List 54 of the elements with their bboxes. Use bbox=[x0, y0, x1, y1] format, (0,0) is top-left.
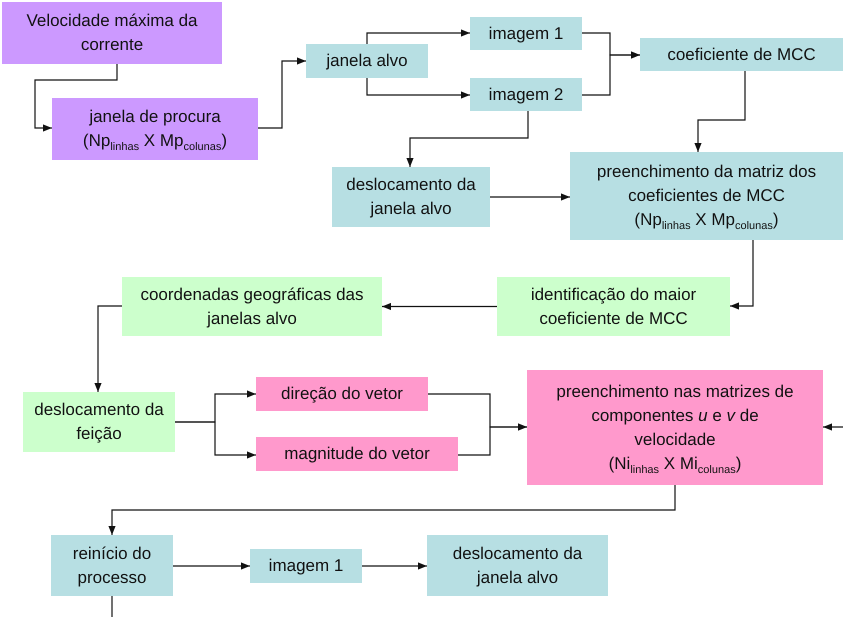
node-text: coeficiente de MCC bbox=[667, 44, 816, 66]
node-text: janela de procura bbox=[89, 106, 221, 128]
process-box bbox=[306, 44, 428, 78]
node-text: identificação do maior coeficiente de MCC bbox=[530, 284, 698, 330]
node-text: imagem 2 bbox=[488, 84, 564, 106]
node-text: imagem 1 bbox=[268, 555, 344, 577]
arrow bbox=[730, 240, 754, 310]
node-text: direção do vetor bbox=[281, 383, 403, 405]
node-text: magnitude do vetor bbox=[284, 443, 430, 465]
node-text: deslocamento da janela alvo bbox=[345, 174, 477, 220]
matrix-size-text: (Ni$_{linhas}$ X Mi$_{colunas}$) bbox=[608, 452, 742, 476]
arrow bbox=[458, 423, 527, 456]
process-box bbox=[427, 535, 608, 596]
process-box bbox=[2, 2, 222, 64]
process-box bbox=[51, 535, 173, 596]
node-text: deslocamento da janela alvo bbox=[452, 542, 584, 588]
arrow bbox=[582, 51, 640, 96]
process-box bbox=[497, 277, 730, 336]
node-text: Velocidade máxima da corrente bbox=[25, 10, 199, 56]
process-box bbox=[250, 549, 362, 583]
process-box bbox=[23, 392, 175, 452]
arrow bbox=[382, 302, 497, 310]
node-text: coordenadas geográficas das janelas alvo bbox=[139, 284, 365, 330]
arrow bbox=[406, 111, 529, 167]
node-text: preenchimento nas matrizes de componentes u e v de velocidade bbox=[555, 380, 795, 450]
node-text: deslocamento da feição bbox=[33, 399, 165, 445]
arrow bbox=[366, 29, 470, 44]
process-box bbox=[122, 277, 382, 336]
process-box bbox=[256, 437, 458, 471]
arrow bbox=[823, 423, 843, 431]
process-box bbox=[570, 152, 843, 240]
matrix-size-text: (Np$_{linhas}$ X Mp$_{colunas}$) bbox=[82, 130, 228, 153]
arrow bbox=[173, 562, 250, 570]
arrow bbox=[490, 193, 570, 201]
process-box bbox=[256, 377, 428, 411]
process-box bbox=[640, 38, 843, 71]
arrow bbox=[34, 64, 118, 132]
arrow bbox=[362, 562, 427, 570]
arrow bbox=[258, 57, 306, 129]
process-box bbox=[52, 98, 258, 160]
matrix-size-text: (Np$_{linhas}$ X Mp$_{colunas}$) bbox=[634, 209, 779, 232]
arrow bbox=[366, 78, 470, 99]
node-text: imagem 1 bbox=[488, 22, 564, 44]
process-box bbox=[527, 370, 823, 485]
arrow bbox=[175, 421, 256, 459]
arrow bbox=[108, 485, 676, 535]
process-box bbox=[470, 78, 582, 111]
node-text: preenchimento da matriz dos coeficientes de MCC bbox=[596, 161, 817, 207]
process-box bbox=[332, 167, 490, 227]
node-text: janela alvo bbox=[326, 50, 408, 72]
process-box bbox=[470, 17, 582, 50]
node-text: reinício do processo bbox=[72, 542, 152, 588]
arrow bbox=[94, 305, 122, 392]
arrow bbox=[694, 71, 746, 152]
